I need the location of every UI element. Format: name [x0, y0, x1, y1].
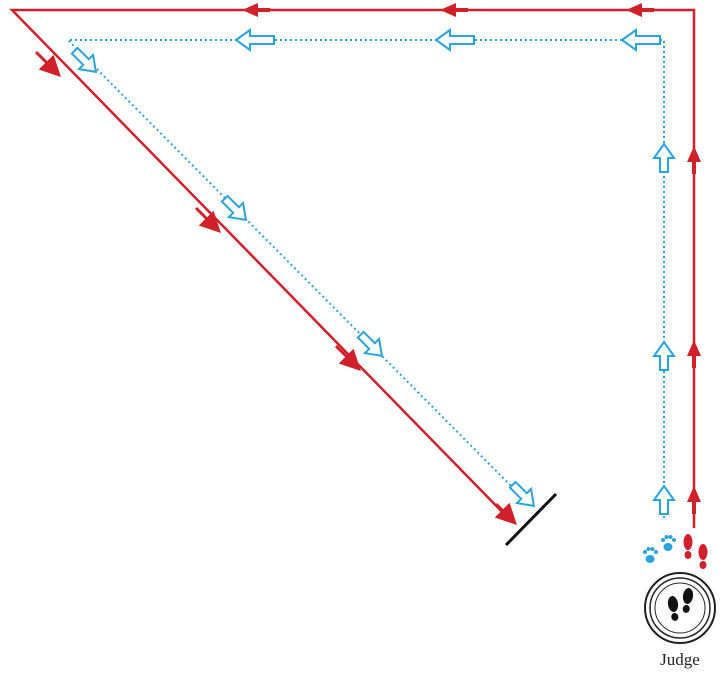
blue-arrow-left-icon	[620, 28, 661, 52]
blue-arrow-left-icon	[434, 28, 475, 52]
red-arrow-up-icon	[687, 486, 701, 514]
red-arrow-left-icon	[626, 3, 654, 17]
blue-arrow-up-icon	[652, 484, 676, 515]
black-footprints-in-circle-icon	[667, 588, 694, 621]
dog-path	[65, 39, 665, 518]
finish-line	[504, 492, 558, 547]
judge-icon	[644, 572, 716, 644]
blue-paw-prints-icon	[643, 535, 676, 563]
handler-arrows-up	[687, 146, 701, 514]
handler-path-line	[9, 8, 696, 528]
red-arrow-left-icon	[440, 3, 468, 17]
dog-arrows-diagonal	[70, 46, 536, 508]
red-arrow-up-icon	[687, 340, 701, 368]
blue-arrow-diagonal-icon	[508, 480, 536, 508]
handler-arrows-left	[242, 3, 654, 17]
dog-arrows-up	[652, 142, 676, 515]
red-footprints-icon	[683, 534, 708, 569]
red-arrow-up-icon	[687, 146, 701, 174]
handler-arrows-diagonal	[34, 50, 517, 525]
dog-arrows-left	[234, 28, 661, 52]
dog-path-line	[65, 39, 665, 518]
judge-label: Judge	[660, 650, 700, 669]
blue-arrow-up-icon	[652, 340, 676, 371]
blue-arrow-diagonal-icon	[70, 46, 98, 74]
handler-path	[9, 8, 696, 528]
blue-arrow-diagonal-icon	[356, 330, 384, 358]
blue-arrow-up-icon	[652, 142, 676, 173]
red-arrow-left-icon	[242, 3, 270, 17]
blue-arrow-diagonal-icon	[220, 194, 248, 222]
blue-arrow-left-icon	[234, 28, 275, 52]
